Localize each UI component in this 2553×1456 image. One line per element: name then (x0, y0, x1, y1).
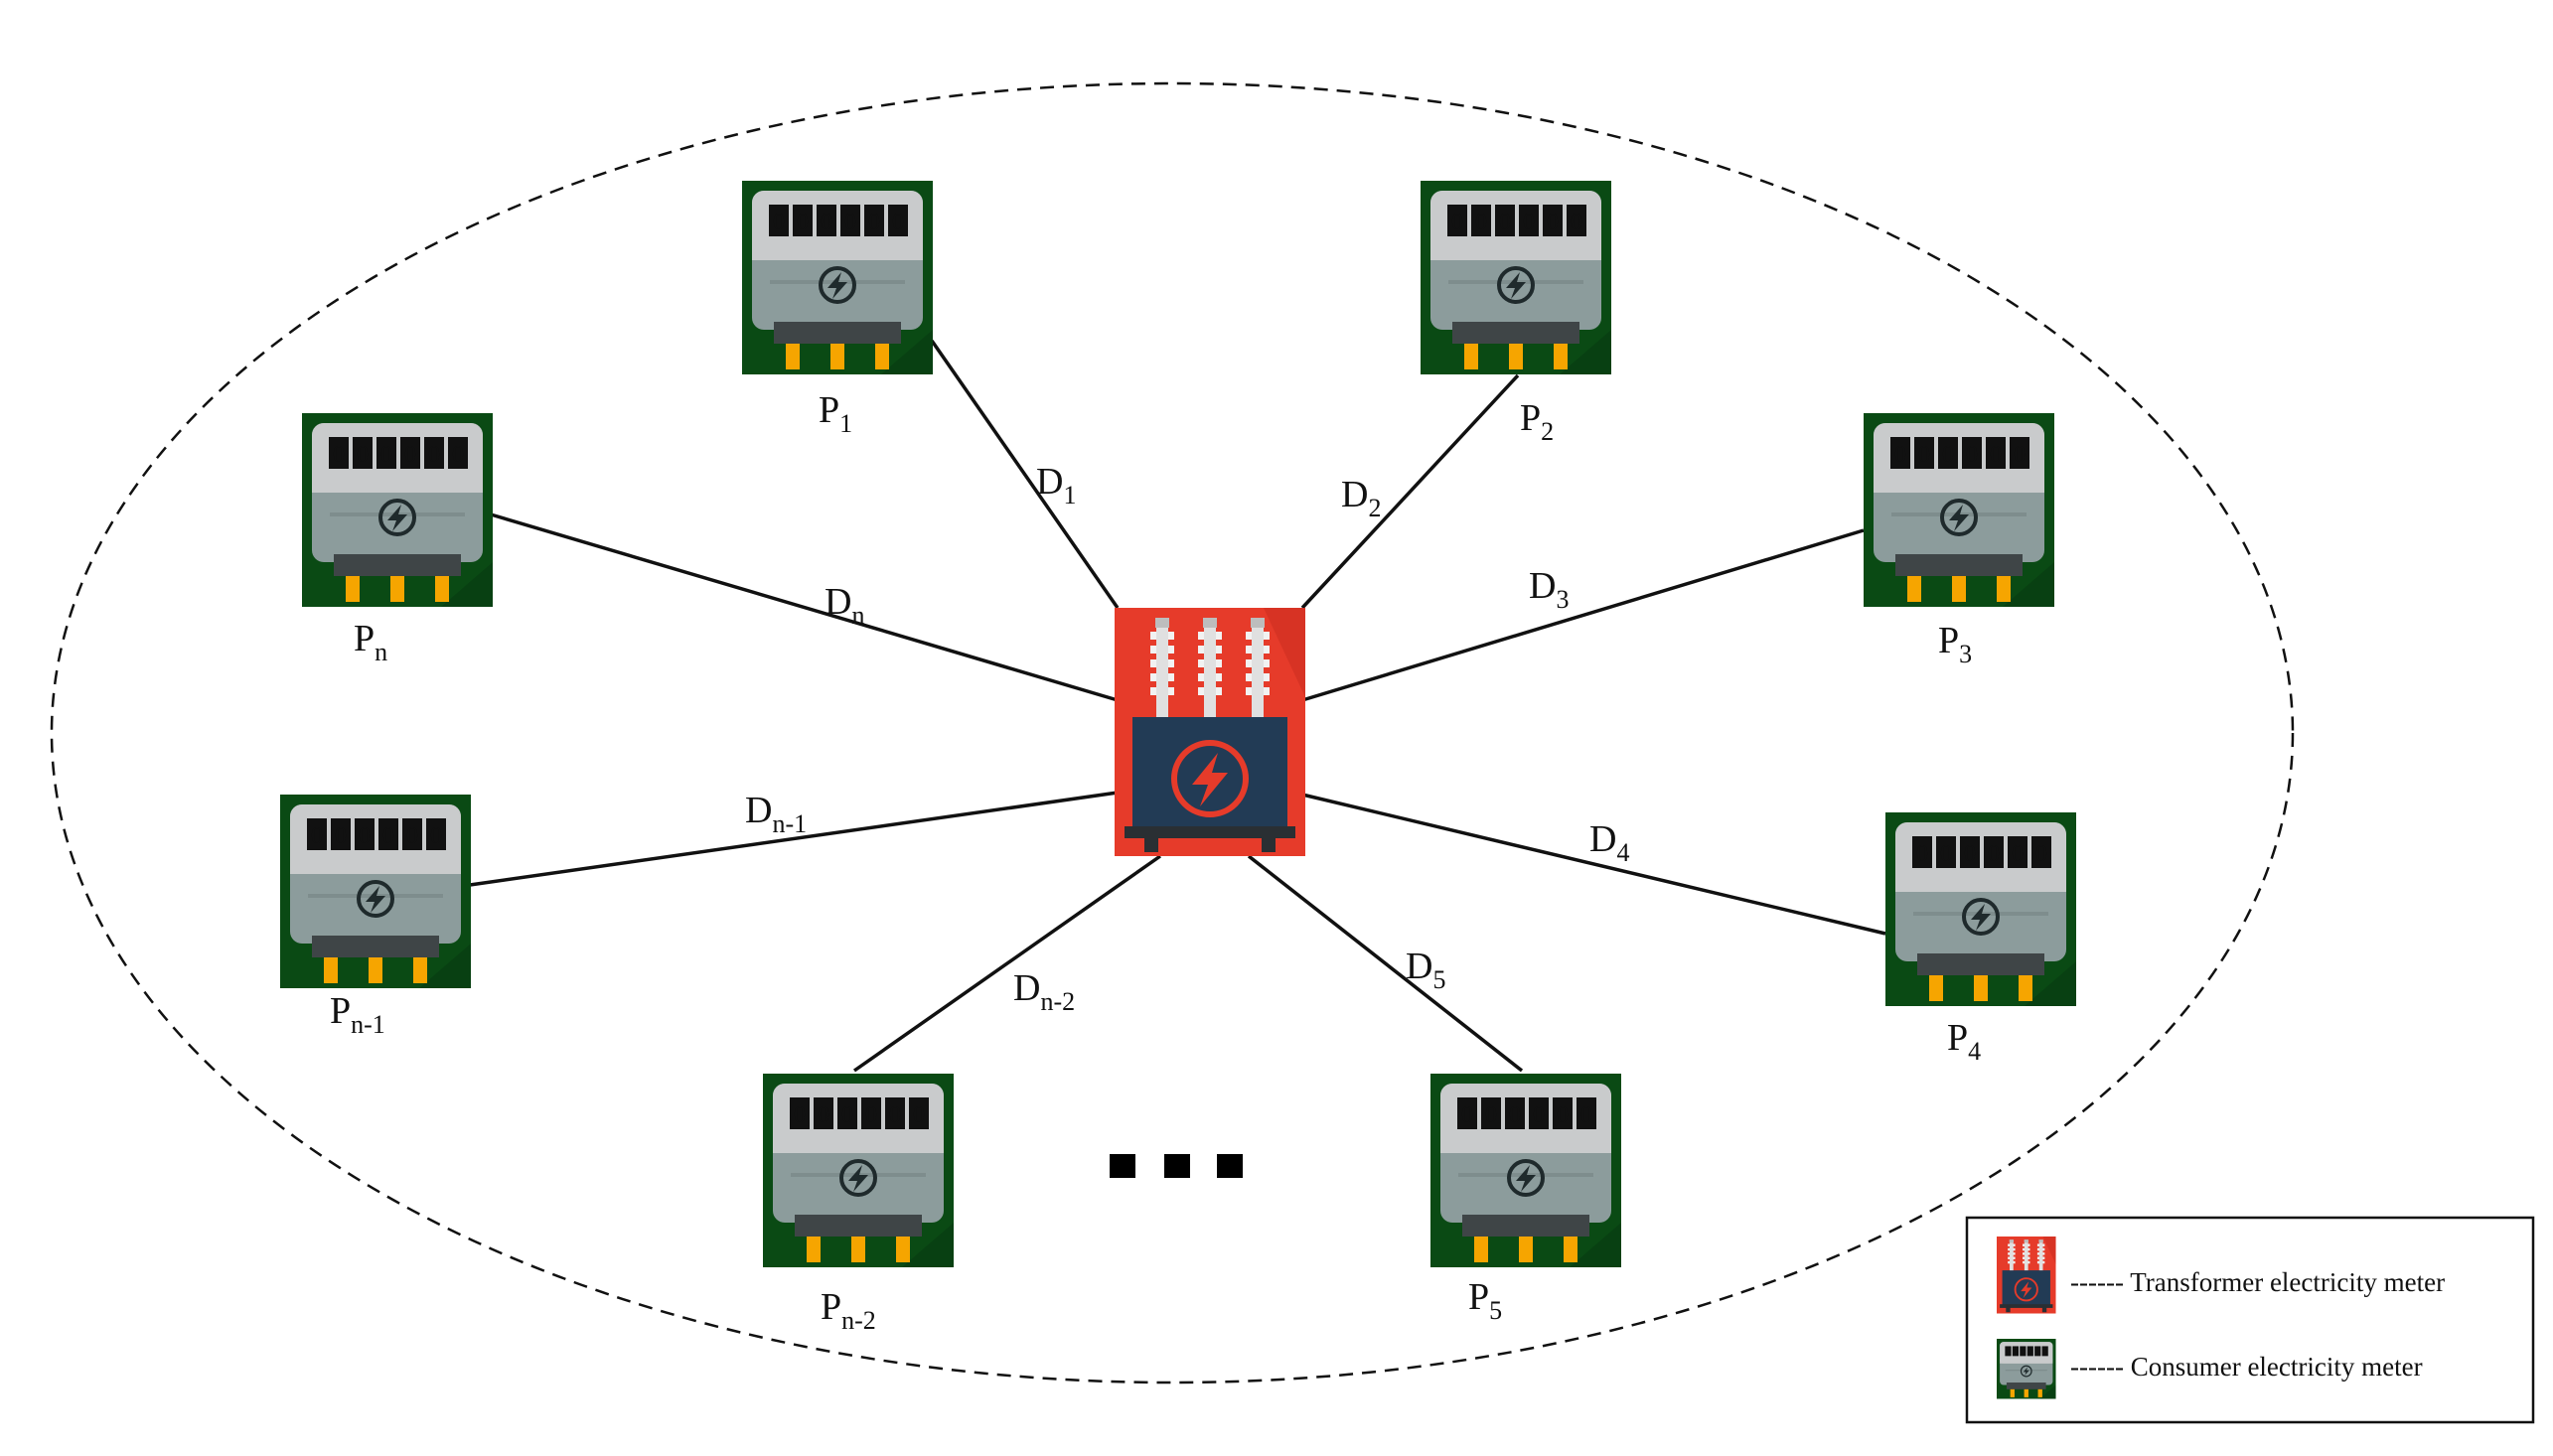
label-p5: P5 (1468, 1276, 1502, 1325)
line-p4 (1301, 793, 1886, 936)
line-p5 (1247, 854, 1524, 1073)
distance-label-dn: Dn (825, 581, 864, 630)
line-pn (490, 512, 1119, 702)
label-pn1: Pn-1 (330, 990, 385, 1039)
network-boundary (50, 81, 2295, 1384)
consumer-meter-p5 (1428, 1072, 1623, 1269)
consumer-meter-p2 (1419, 179, 1613, 376)
transformer-meter-icon (1996, 1236, 2057, 1315)
distance-label-dn2: Dn-2 (1013, 967, 1075, 1016)
line-pn1 (469, 791, 1119, 887)
distance-label-d5: D5 (1406, 946, 1445, 994)
legend-item-consumer: ------ Consumer electricity meter (2070, 1352, 2423, 1382)
consumer-meter-p3 (1862, 411, 2056, 609)
line-p1 (930, 340, 1120, 609)
line-pn2 (852, 854, 1162, 1073)
distance-label-d2: D2 (1341, 474, 1381, 522)
line-p3 (1301, 528, 1865, 702)
label-pn: Pn (354, 618, 387, 666)
label-p1: P1 (819, 389, 852, 438)
distance-label-d3: D3 (1529, 565, 1569, 614)
legend: ------ Transformer electricity meter ---… (1965, 1216, 2535, 1424)
consumer-meter-p4 (1883, 810, 2078, 1008)
consumer-meter-icon (1996, 1338, 2057, 1400)
connection-lines (469, 340, 1886, 1073)
consumer-meter-pn2 (761, 1072, 956, 1269)
label-pn2: Pn-2 (821, 1286, 876, 1335)
consumer-meter-pn (300, 411, 495, 609)
label-p2: P2 (1520, 397, 1554, 446)
label-p3: P3 (1938, 620, 1972, 668)
distance-label-d4: D4 (1589, 818, 1629, 867)
line-p2 (1300, 373, 1520, 610)
ellipsis-dots: ... (1110, 1154, 1243, 1178)
distance-label-d1: D1 (1036, 461, 1076, 510)
consumer-meter-p1 (740, 179, 935, 376)
distance-label-dn1: Dn-1 (745, 790, 807, 838)
consumer-meter-pn1 (278, 793, 473, 990)
label-p4: P4 (1947, 1017, 1981, 1066)
transformer-meter (1115, 608, 1305, 856)
legend-item-transformer: ------ Transformer electricity meter (2070, 1267, 2445, 1297)
